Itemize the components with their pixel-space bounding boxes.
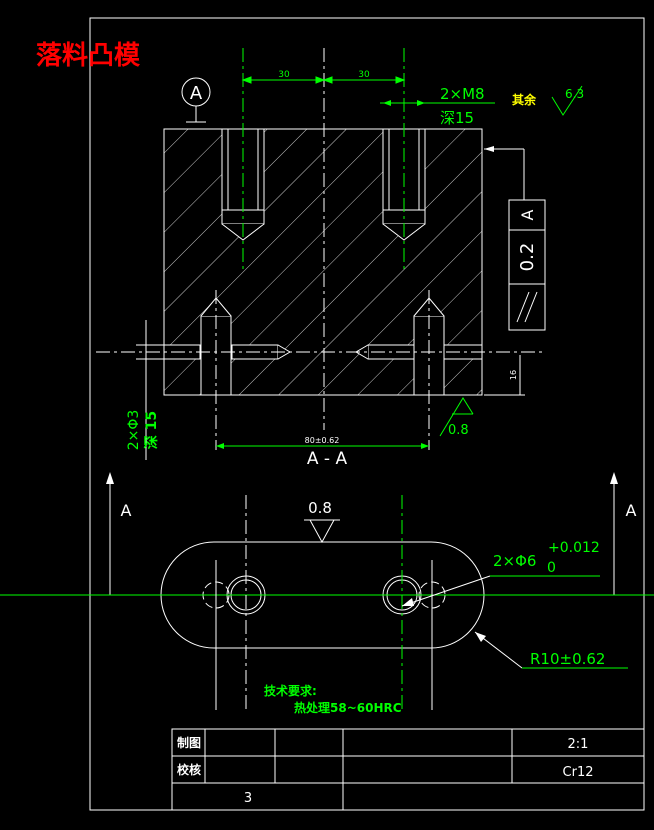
notes-heading: 技术要求: [264, 683, 317, 698]
title-block-sheet: 3 [244, 791, 252, 806]
title-block-scale: 2:1 [568, 737, 589, 752]
drawing-title: 落料凸模 [36, 41, 141, 71]
section-arrow-left-label: A [121, 501, 132, 520]
bottom-roughness-value: 0.8 [448, 423, 469, 438]
thread-depth: 深15 [440, 109, 474, 127]
dim-30-right: 30 [358, 70, 370, 80]
hole-spec: 2×Φ6 [493, 552, 536, 570]
radius-spec: R10±0.62 [530, 650, 605, 668]
title-block-draw-label: 制图 [177, 735, 201, 750]
top-roughness-value: 0.8 [308, 499, 332, 517]
plan-view [0, 495, 654, 710]
thread-callout: 2×M8 深15 其余 6.3 [380, 85, 584, 127]
dim-16: 16 [509, 370, 518, 380]
parallelism-tolerance: A 0.2 [484, 146, 546, 331]
radius-callout: R10±0.62 [474, 631, 628, 669]
pin-spec: 2×Φ3 [126, 410, 142, 451]
thread-spec: 2×M8 [440, 85, 485, 103]
rest-roughness: 6.3 [565, 87, 584, 101]
pin-depth: 深 15 [143, 411, 160, 449]
title-block-material: Cr12 [563, 765, 594, 780]
hole-tol-upper: +0.012 [548, 540, 600, 556]
hole-tol-lower: 0 [547, 560, 556, 576]
datum-a-symbol: A [181, 77, 211, 123]
title-block [171, 728, 645, 811]
dim-30-left: 30 [278, 70, 290, 80]
notes-heat: 热处理58~60HRC [294, 700, 402, 715]
top-roughness: 0.8 [304, 499, 340, 544]
dim-80: 80±0.62 [305, 436, 340, 445]
tolerance-value: 0.2 [517, 243, 538, 272]
title-block-check-label: 校核 [177, 762, 201, 777]
pin-hole-callout: 2×Φ3 深 15 [126, 320, 164, 460]
dim-center-distance: 80±0.62 [216, 436, 429, 449]
dim-height-16: 16 [484, 355, 525, 396]
section-arrow-left: A [106, 472, 132, 595]
section-arrow-right-label: A [626, 501, 637, 520]
datum-a-letter: A [190, 83, 203, 104]
bottom-roughness: 0.8 [439, 397, 474, 438]
rest-label: 其余 [512, 92, 537, 107]
section-arrow-right: A [610, 472, 637, 595]
section-label: A - A [307, 449, 348, 469]
dim-hole-spacing: 30 30 [241, 70, 406, 84]
hole-callout: 2×Φ6 +0.012 0 [401, 540, 600, 607]
tolerance-datum: A [518, 209, 537, 220]
section-view [96, 48, 545, 450]
